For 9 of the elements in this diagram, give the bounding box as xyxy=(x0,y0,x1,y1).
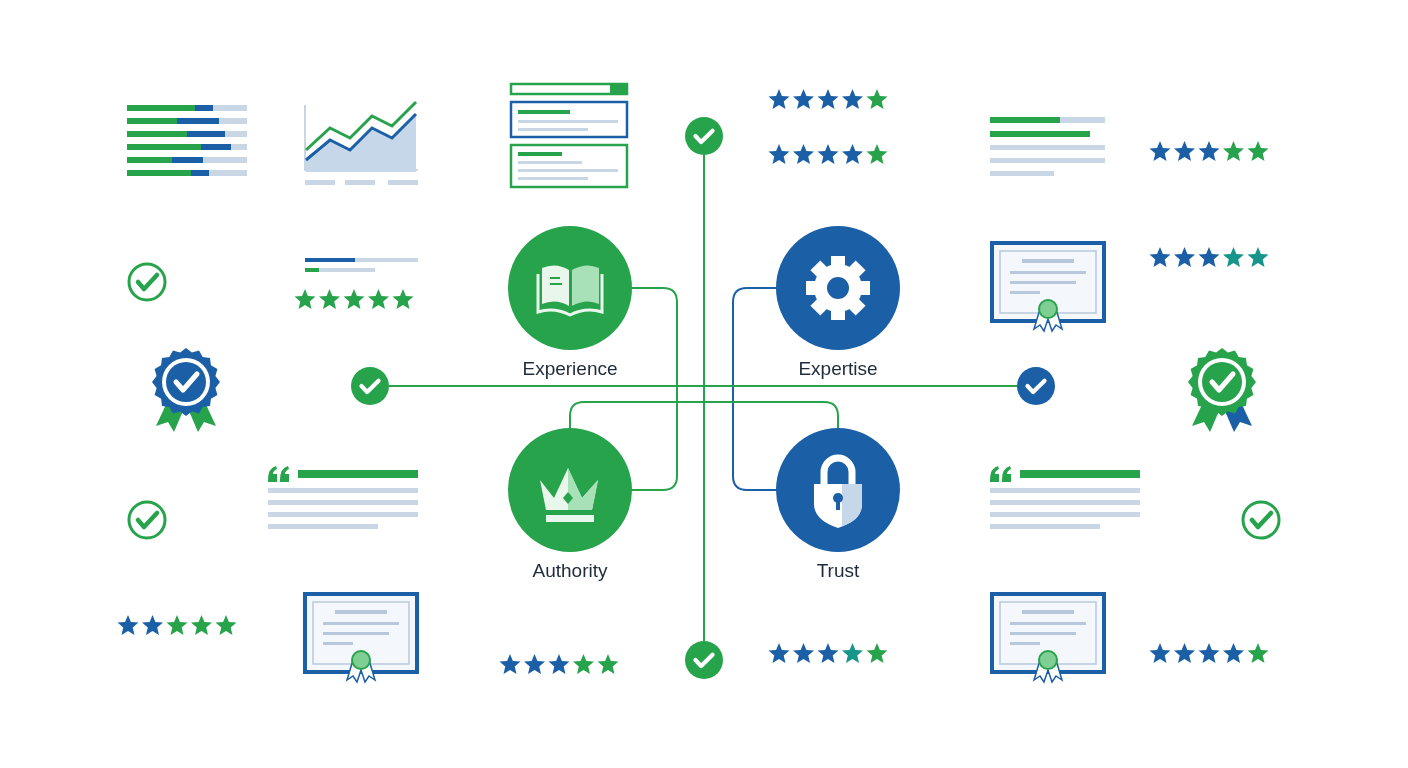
node-label: Trust xyxy=(816,560,860,582)
connector-line xyxy=(569,401,839,429)
node-label: Experience xyxy=(522,358,618,380)
connector-line xyxy=(631,287,678,491)
connector-line xyxy=(732,287,777,491)
connector-line xyxy=(703,154,705,642)
node-label: Authority xyxy=(532,560,608,582)
connector-line xyxy=(388,385,1018,387)
node-label: Expertise xyxy=(798,358,878,380)
